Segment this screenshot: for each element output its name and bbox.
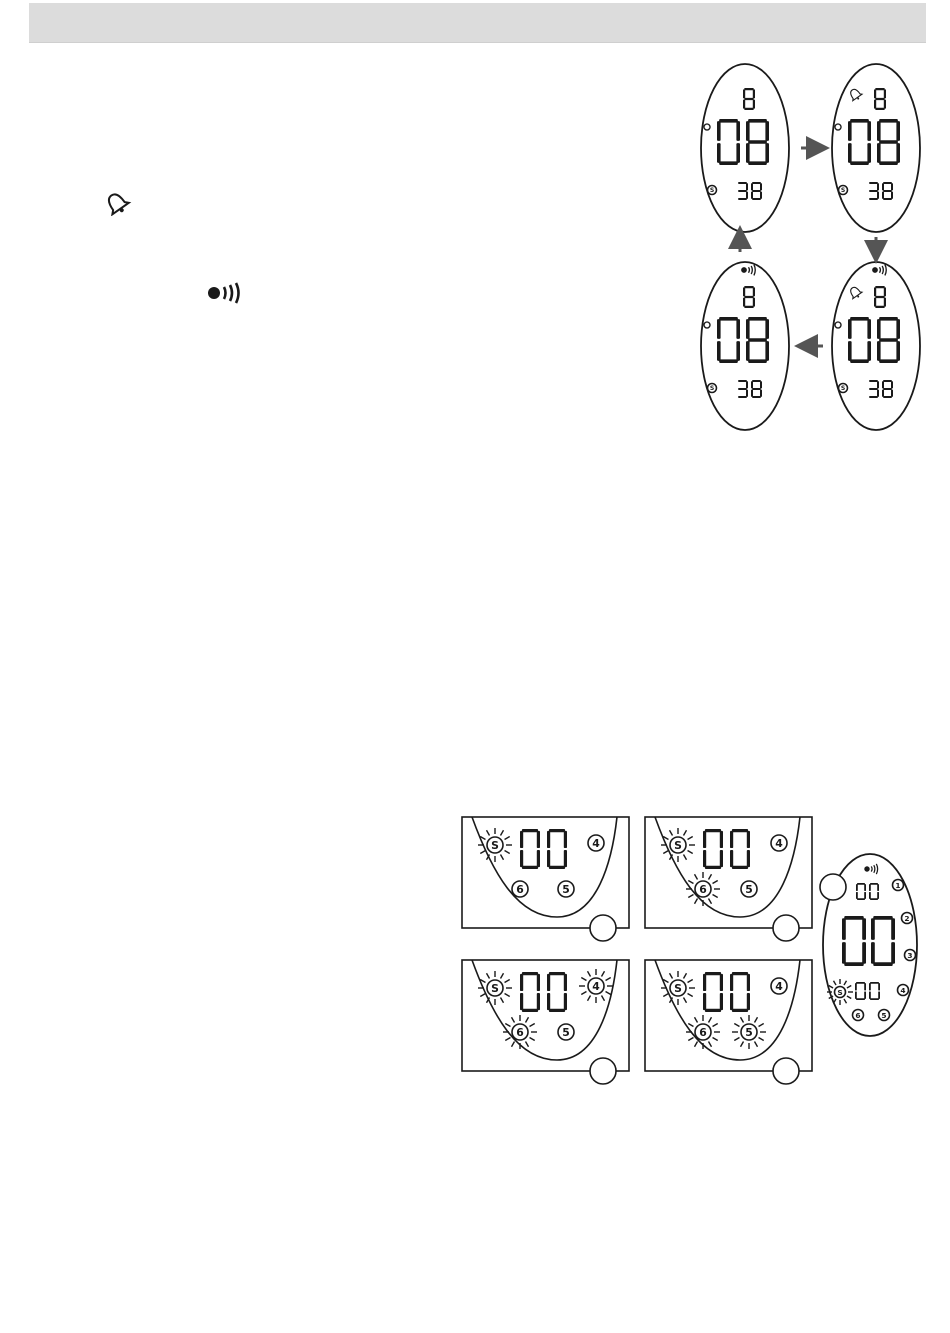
setting-watch-display: 1 2 3S 4 6 5: [820, 854, 917, 1036]
setting-panel-1: S 4 6 5: [462, 817, 629, 941]
number-5: 5: [879, 1010, 890, 1021]
s-badge-label: S: [674, 982, 682, 995]
marker-4: 4: [588, 978, 604, 994]
marker-5: 5: [558, 1024, 574, 1040]
marker-5: 5: [741, 881, 757, 897]
setting-panel-4: S 4 6 5: [645, 960, 812, 1084]
marker-6: 6: [512, 881, 528, 897]
marker-5-label: 5: [562, 1026, 570, 1039]
number-6-label: 6: [855, 1011, 860, 1020]
number-1: 1: [893, 880, 904, 891]
marker-6-label: 6: [516, 883, 524, 896]
s-badge: S: [670, 980, 686, 996]
marker-6: 6: [695, 1024, 711, 1040]
marker-6: 6: [512, 1024, 528, 1040]
marker-6: 6: [695, 881, 711, 897]
button-callout-circle: [590, 1058, 616, 1084]
panel-frame: [645, 817, 812, 928]
marker-4-label: 4: [775, 837, 783, 850]
marker-4-label: 4: [592, 980, 600, 993]
s-badge: S: [835, 987, 846, 998]
button-callout-circle: [773, 1058, 799, 1084]
number-4: 4: [898, 985, 909, 996]
panel-frame: [645, 960, 812, 1071]
number-5-label: 5: [881, 1011, 886, 1020]
marker-6-label: 6: [699, 883, 707, 896]
number-1-label: 1: [895, 881, 900, 890]
setting-panel-3: S 4 6 5: [462, 960, 629, 1084]
panel-frame: [462, 817, 629, 928]
number-3-label: 3: [907, 951, 912, 960]
s-badge-label: S: [837, 988, 842, 997]
s-badge: S: [487, 980, 503, 996]
panel-frame: [462, 960, 629, 1071]
marker-6-label: 6: [699, 1026, 707, 1039]
marker-5: 5: [741, 1024, 757, 1040]
button-callout-circle: [773, 915, 799, 941]
marker-4-label: 4: [775, 980, 783, 993]
marker-5: 5: [558, 881, 574, 897]
marker-4: 4: [771, 835, 787, 851]
number-2: 2: [902, 913, 913, 924]
marker-4: 4: [771, 978, 787, 994]
marker-5-label: 5: [562, 883, 570, 896]
setting-panel-2: S 4 6 5: [645, 817, 812, 941]
s-badge: S: [487, 837, 503, 853]
s-badge: S: [670, 837, 686, 853]
s-badge-label: S: [491, 839, 499, 852]
s-badge-label: S: [674, 839, 682, 852]
marker-5-label: 5: [745, 1026, 753, 1039]
s-badge-label: S: [491, 982, 499, 995]
marker-4-label: 4: [592, 837, 600, 850]
button-callout-circle: [590, 915, 616, 941]
number-2-label: 2: [904, 914, 909, 923]
number-6: 6: [853, 1010, 864, 1021]
marker-5-label: 5: [745, 883, 753, 896]
marker-4: 4: [588, 835, 604, 851]
number-3: 3: [905, 950, 916, 961]
marker-6-label: 6: [516, 1026, 524, 1039]
number-4-label: 4: [900, 986, 905, 995]
button-callout-circle: [820, 874, 846, 900]
